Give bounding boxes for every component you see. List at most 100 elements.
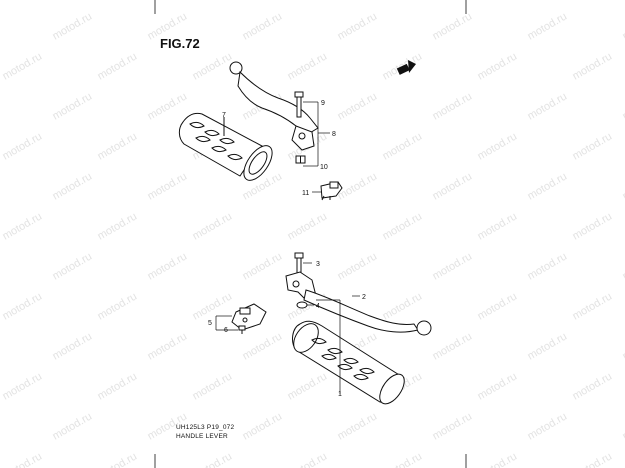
watermark-text: motod.ru [51, 90, 95, 122]
watermark-text: motod.ru [1, 50, 45, 82]
watermark-text: motod.ru [146, 90, 190, 122]
part-9-bolt [294, 91, 304, 118]
watermark-text: motod.ru [286, 210, 330, 242]
watermark-text: motod.ru [241, 410, 285, 442]
watermark-text: motod.ru [431, 90, 475, 122]
watermark-text: motod.ru [476, 370, 520, 402]
watermark-text: motod.ru [381, 210, 425, 242]
callout-labels: 1 2 3 4 5 6 7 8 9 10 11 [208, 100, 366, 398]
callout-4: 4 [316, 303, 320, 310]
watermark-text: motod.ru [431, 250, 475, 282]
watermark-text: motod.ru [146, 250, 190, 282]
watermark-text: motod.ru [51, 410, 95, 442]
watermark-text: motod.ru [96, 50, 140, 82]
watermark-text: motod.ru [526, 10, 570, 42]
watermark-text: motod.ru [336, 250, 380, 282]
watermark-text: motod.ru [571, 130, 615, 162]
watermark-text: motod.ru [1, 130, 45, 162]
watermark-text: motod.ru [286, 50, 330, 82]
callout-3: 3 [316, 261, 320, 268]
part-2-lever [285, 271, 432, 336]
part-11-switch [320, 181, 343, 201]
part-3-bolt [294, 252, 304, 274]
watermark-text: motod.ru [571, 50, 615, 82]
watermark-text: motod.ru [431, 410, 475, 442]
watermark-text: motod.ru [1, 450, 45, 468]
watermark-text: motod.ru [1, 290, 45, 322]
watermark-text: motod.ru [476, 130, 520, 162]
watermark-text: motod.ru [526, 170, 570, 202]
watermark-text: motod.ru [621, 10, 625, 42]
watermark-text: motod.ru [381, 130, 425, 162]
watermark-text: motod.ru [286, 370, 330, 402]
callout-8: 8 [332, 131, 336, 138]
watermark-text: motod.ru [621, 330, 625, 362]
watermark-text: motod.ru [191, 290, 235, 322]
watermark-text: motod.ru [621, 90, 625, 122]
watermark-text: motod.ru [526, 250, 570, 282]
watermark-text: motod.ru [191, 50, 235, 82]
figure-name: HANDLE LEVER [176, 433, 228, 440]
watermark-text: motod.ru [96, 370, 140, 402]
callout-9: 9 [321, 100, 325, 107]
callout-10: 10 [320, 164, 328, 171]
watermark-text: motod.ru [336, 10, 380, 42]
watermark-text: motod.ru [431, 170, 475, 202]
leader-lines [215, 101, 360, 394]
watermark-text: motod.ru [476, 50, 520, 82]
part-7-grip-upper [178, 112, 273, 181]
watermark-text: motod.ru [51, 250, 95, 282]
watermark-text: motod.ru [476, 210, 520, 242]
watermark-text: motod.ru [191, 370, 235, 402]
watermark-text: motod.ru [1, 210, 45, 242]
watermark-text: motod.ru [381, 290, 425, 322]
part-6-screw [238, 325, 246, 334]
crop-marks [154, 0, 467, 468]
watermark-text: motod.ru [241, 250, 285, 282]
watermark-text: motod.ru [96, 290, 140, 322]
callout-6: 6 [224, 327, 228, 334]
callout-1: 1 [338, 391, 342, 398]
watermark-text: motod.ru [96, 450, 140, 468]
watermark-text: motod.ru [431, 10, 475, 42]
watermark-text: motod.ru [241, 330, 285, 362]
watermark-text: motod.ru [241, 10, 285, 42]
upper-lever [229, 61, 319, 151]
figure-title: FIG.72 [160, 36, 200, 51]
part-10-nut [295, 155, 306, 164]
watermark-text: motod.ru [191, 210, 235, 242]
watermark-text: motod.ru [571, 370, 615, 402]
front-direction-arrow-icon [396, 60, 416, 75]
part-5-switch [231, 303, 267, 331]
watermark-text: motod.ru [286, 450, 330, 468]
watermark-text: motod.ru [51, 330, 95, 362]
watermark-text: motod.ru [381, 450, 425, 468]
watermark-text: motod.ru [621, 410, 625, 442]
callout-7: 7 [222, 112, 226, 119]
watermark-text: motod.ru [51, 10, 95, 42]
watermark-text: motod.ru [571, 290, 615, 322]
part-1-grip-lower [292, 320, 405, 405]
callout-2: 2 [362, 294, 366, 301]
watermark-text: motod.ru [336, 170, 380, 202]
watermark-text: motod.ru [526, 90, 570, 122]
watermark-text: motod.ru [526, 330, 570, 362]
watermark-text: motod.ru [571, 210, 615, 242]
watermark-text: motod.ru [431, 330, 475, 362]
watermark-text: motod.ru [146, 330, 190, 362]
watermark-text: motod.ru [476, 450, 520, 468]
watermark-text: motod.ru [526, 410, 570, 442]
callout-5: 5 [208, 320, 212, 327]
watermark-text: motod.ru [51, 170, 95, 202]
watermark-text: motod.ru [336, 90, 380, 122]
watermark-text: motod.ru [96, 210, 140, 242]
watermark-text: motod.ru [476, 290, 520, 322]
watermark-text: motod.ru [621, 250, 625, 282]
figure-code: UH125L3 P19_072 [176, 424, 235, 431]
watermark-text: motod.ru [146, 170, 190, 202]
watermark-text: motod.ru [336, 410, 380, 442]
callout-11: 11 [302, 190, 309, 197]
